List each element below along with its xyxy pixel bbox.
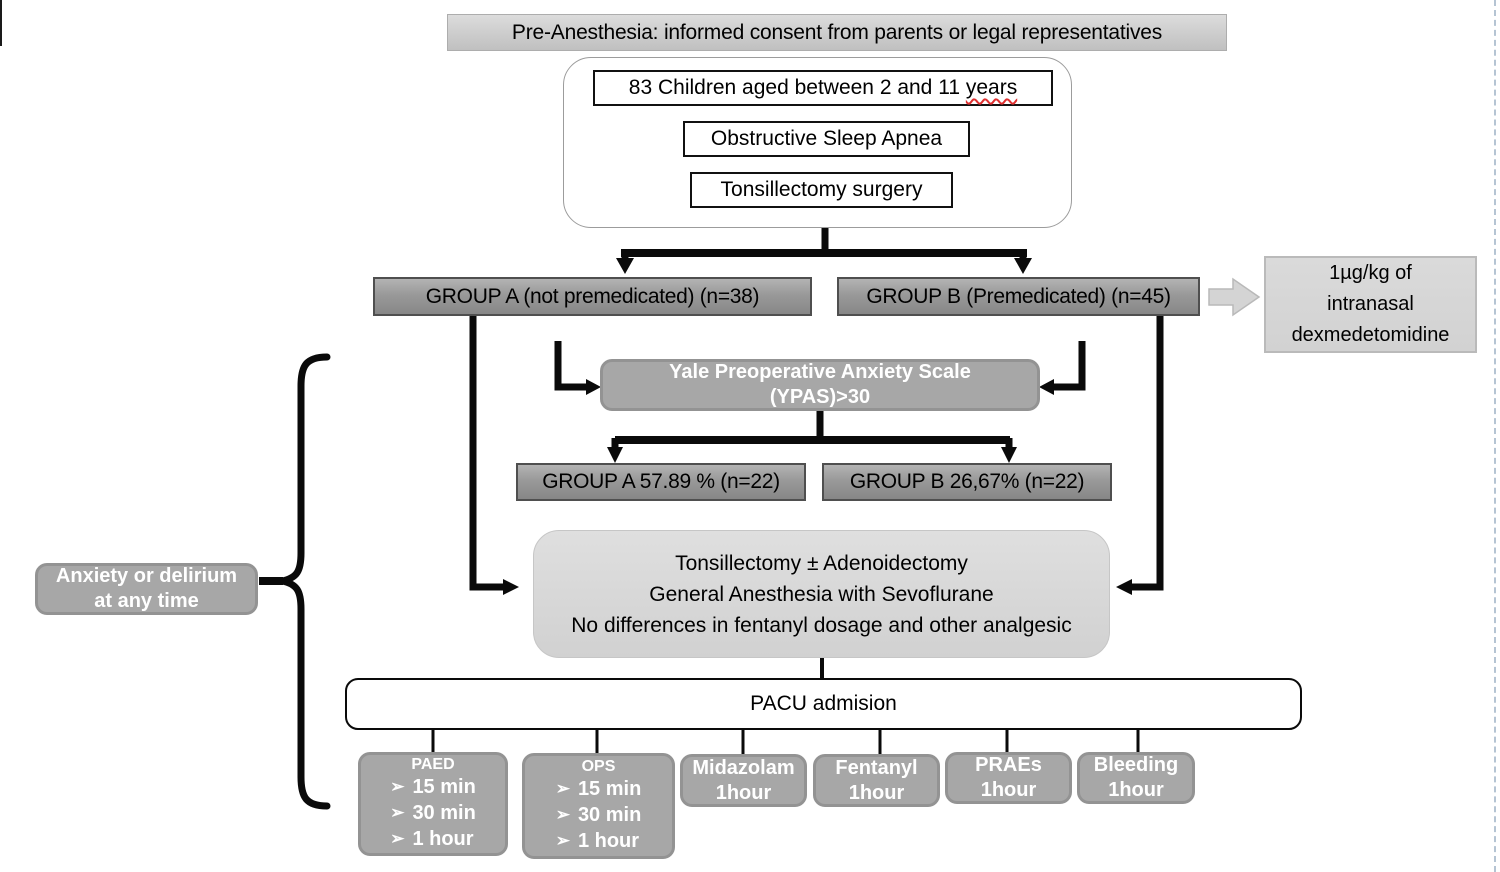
praes-line2: 1hour: [980, 779, 1037, 801]
ops-item2-text: 30 min: [577, 804, 642, 826]
dexmedetomidine-line1: 1µg/kg of: [1329, 262, 1412, 284]
anxiety-note-line2: at any time: [94, 590, 199, 612]
cohort-children-prefix: 83 Children aged between 2 and 11: [628, 76, 966, 99]
anxiety-note-box: Anxiety or delirium at any time: [35, 563, 258, 615]
ops-item3-text: 1 hour: [577, 830, 640, 852]
block-arrow-icon: [1208, 277, 1261, 317]
fentanyl-line1: Fentanyl: [835, 756, 918, 779]
ypas-result-a-text: GROUP A 57.89 % (n=22): [542, 470, 780, 493]
children-misspelled-word: years: [965, 76, 1018, 99]
surgery-summary-line3: No differences in fentanyl dosage and ot…: [571, 613, 1072, 637]
ypas-box: Yale Preoperative Anxiety Scale (YPAS)>3…: [600, 359, 1040, 411]
ops-title: OPS: [581, 758, 616, 775]
ops-item: ➢ 1 hour: [556, 828, 639, 854]
curly-brace-icon: [281, 353, 331, 810]
bullet-icon: ➢: [555, 831, 570, 850]
midazolam-line1: Midazolam: [692, 756, 795, 779]
tonsillectomy-surgery-text: Tonsillectomy surgery: [720, 178, 923, 201]
dexmedetomidine-line3: dexmedetomidine: [1291, 324, 1450, 346]
group-b-box: GROUP B (Premedicated) (n=45): [837, 277, 1200, 316]
paed-item: ➢ 15 min: [390, 774, 476, 800]
page-corner-mark: [0, 0, 2, 46]
group-a-box: GROUP A (not premedicated) (n=38): [373, 277, 812, 316]
arrowhead-icons: [503, 258, 1132, 595]
group-b-text: GROUP B (Premedicated) (n=45): [866, 284, 1171, 308]
paed-title: PAED: [411, 756, 455, 773]
surgery-summary-line1: Tonsillectomy ± Adenoidectomy: [675, 551, 968, 575]
paed-item1-text: 15 min: [412, 776, 476, 798]
ypas-line2: (YPAS)>30: [769, 386, 871, 408]
midazolam-box: Midazolam 1hour: [680, 754, 807, 807]
cohort-children-box: 83 Children aged between 2 and 11 years: [593, 70, 1053, 106]
ops-item: ➢ 15 min: [556, 776, 642, 802]
bullet-icon: ➢: [555, 779, 570, 798]
fentanyl-box: Fentanyl 1hour: [813, 754, 940, 807]
midazolam-line2: 1hour: [715, 781, 772, 804]
page-margin-line: [1494, 0, 1496, 872]
paed-item3-text: 1 hour: [412, 828, 474, 850]
pacu-text: PACU admision: [750, 692, 897, 715]
bullet-icon: ➢: [555, 805, 570, 824]
anxiety-note-line1: Anxiety or delirium: [55, 565, 238, 587]
dexmedetomidine-line2: intranasal: [1327, 293, 1414, 315]
praes-box: PRAEs 1hour: [945, 752, 1072, 804]
ops-list: ➢ 15 min ➢ 30 min ➢ 1 hour: [556, 776, 642, 854]
ops-item: ➢ 30 min: [556, 802, 642, 828]
paed-box: PAED ➢ 15 min ➢ 30 min ➢ 1 hour: [358, 752, 508, 856]
paed-item: ➢ 30 min: [390, 800, 476, 826]
surgery-summary-box: Tonsillectomy ± Adenoidectomy General An…: [533, 530, 1110, 658]
paed-item2-text: 30 min: [412, 802, 476, 824]
osa-text: Obstructive Sleep Apnea: [710, 127, 943, 150]
bleeding-line2: 1hour: [1108, 779, 1164, 801]
pre-anesthesia-banner-text: Pre-Anesthesia: informed consent from pa…: [511, 20, 1163, 44]
ops-box: OPS ➢ 15 min ➢ 30 min ➢ 1 hour: [522, 753, 675, 859]
bleeding-box: Bleeding 1hour: [1077, 752, 1195, 804]
bullet-icon: ➢: [390, 803, 405, 822]
ypas-line1: Yale Preoperative Anxiety Scale: [669, 361, 971, 383]
bullet-icon: ➢: [390, 777, 405, 796]
tonsillectomy-surgery-box: Tonsillectomy surgery: [690, 172, 953, 208]
praes-line1: PRAEs: [975, 754, 1042, 776]
fentanyl-line2: 1hour: [848, 781, 905, 804]
ypas-result-b-text: GROUP B 26,67% (n=22): [849, 470, 1085, 493]
osa-box: Obstructive Sleep Apnea: [683, 121, 970, 157]
cohort-children-text: 83 Children aged between 2 and 11 years: [629, 76, 1017, 100]
paed-list: ➢ 15 min ➢ 30 min ➢ 1 hour: [390, 774, 476, 852]
group-a-text: GROUP A (not premedicated) (n=38): [425, 284, 760, 308]
pre-anesthesia-banner: Pre-Anesthesia: informed consent from pa…: [447, 14, 1227, 51]
dexmedetomidine-box: 1µg/kg of intranasal dexmedetomidine: [1264, 256, 1477, 353]
bullet-icon: ➢: [390, 829, 405, 848]
ypas-result-b-box: GROUP B 26,67% (n=22): [822, 463, 1112, 501]
ypas-result-a-box: GROUP A 57.89 % (n=22): [516, 463, 806, 501]
pacu-box: PACU admision: [345, 678, 1302, 730]
bleeding-line1: Bleeding: [1093, 754, 1179, 776]
surgery-summary-line2: General Anesthesia with Sevoflurane: [649, 582, 994, 606]
paed-item: ➢ 1 hour: [390, 826, 473, 852]
ops-item1-text: 15 min: [577, 778, 642, 800]
